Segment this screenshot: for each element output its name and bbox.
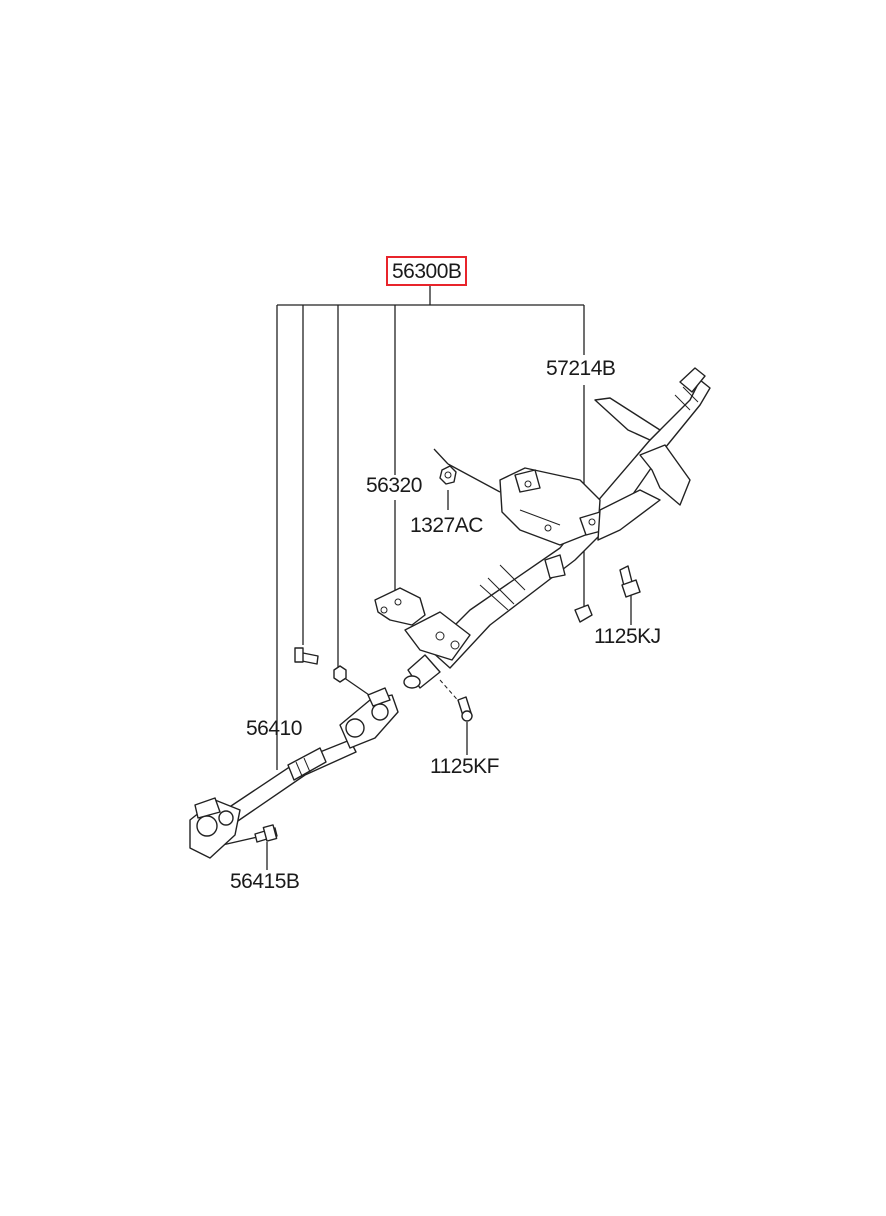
intermediate-shaft: [189, 687, 399, 859]
part-label-upper-bracket: 57214B: [546, 357, 616, 380]
bolt-1125kf: [439, 679, 473, 722]
part-label-right-bolt: 1125KJ: [594, 625, 661, 648]
part-label-joint-bolt: 56415B: [230, 870, 300, 893]
nut-1327ac: [439, 465, 457, 485]
nut-left: [333, 665, 347, 683]
assembly-part-number: 56300B: [386, 256, 468, 286]
bolt-left: [294, 647, 319, 665]
bolt-56415b: [254, 824, 278, 843]
lower-bracket: [374, 587, 471, 661]
part-label-nut: 1327AC: [410, 514, 483, 537]
part-label-center-bolt: 1125KF: [430, 755, 500, 778]
upper-bracket: [499, 397, 691, 623]
part-label-lower-bracket: 56320: [366, 474, 422, 497]
part-label-shaft: 56410: [246, 717, 302, 740]
steering-column: [403, 367, 711, 689]
